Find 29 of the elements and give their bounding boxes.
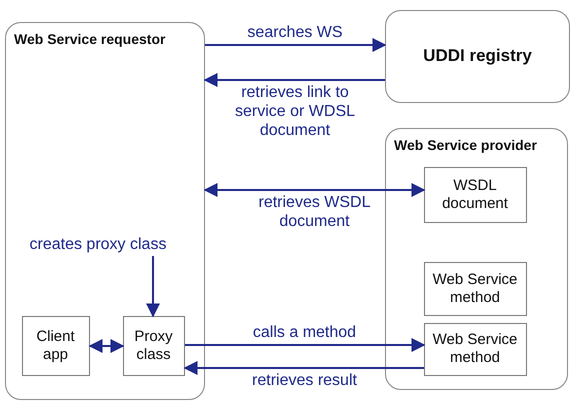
arrow — [204, 183, 426, 197]
edge-label: retrieves WSDL document — [257, 193, 372, 232]
edge-label: retrieves link to service or WDSL document — [234, 83, 356, 141]
arrow — [204, 73, 385, 87]
panel-title: Web Service provider — [394, 137, 537, 154]
arrow — [185, 338, 426, 352]
node-label: Client app — [35, 328, 76, 364]
component-box — [122, 316, 184, 376]
node-label: Web Service method — [432, 270, 518, 306]
node-label: WSDL document — [441, 176, 509, 212]
node-label: Web Service method — [432, 331, 518, 367]
arrow — [205, 38, 386, 52]
panel-title: UDDI registry — [423, 46, 532, 67]
system-panel — [385, 128, 568, 390]
arrow — [146, 256, 160, 318]
system-panel — [5, 22, 205, 400]
edge-label: calls a method — [252, 322, 358, 342]
edge-label: retrieves result — [251, 371, 358, 390]
arrow — [184, 361, 424, 375]
component-box — [22, 316, 90, 376]
component-box — [424, 322, 526, 376]
edge-label: searches WS — [246, 22, 344, 42]
component-box — [424, 166, 526, 222]
node-label: Proxy class — [133, 328, 174, 364]
panel-title: Web Service requestor — [14, 31, 166, 48]
component-box — [424, 262, 526, 316]
arrow — [88, 339, 124, 353]
node-label: creates proxy class — [30, 234, 166, 254]
system-panel — [385, 10, 570, 103]
